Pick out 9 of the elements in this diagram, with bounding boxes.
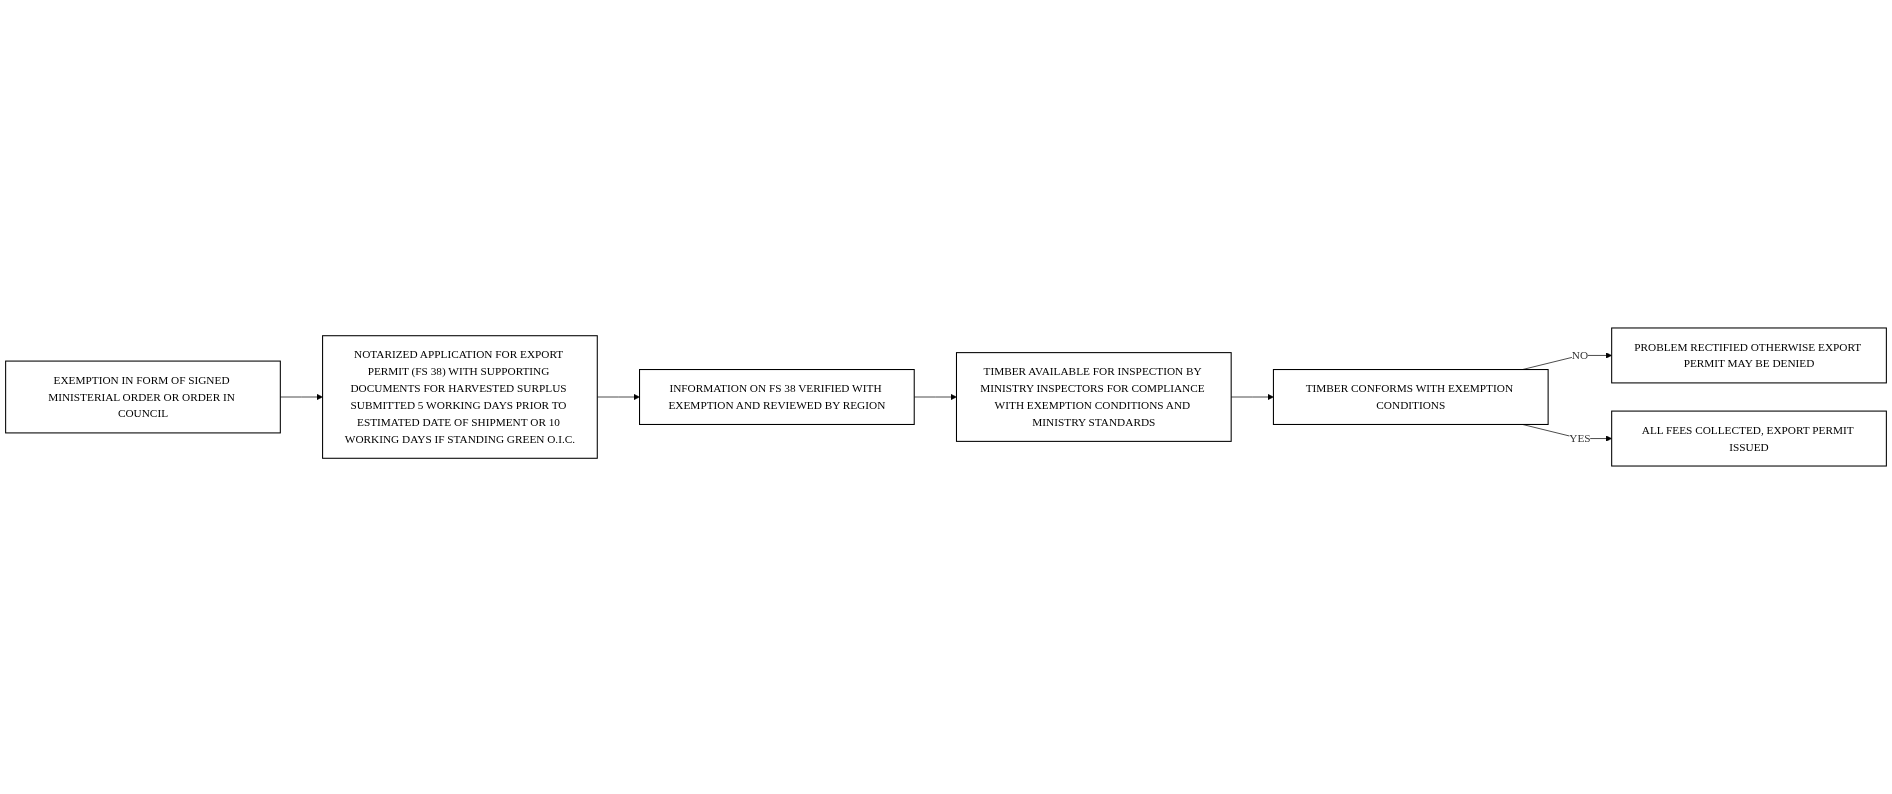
edge-label: NO	[1571, 349, 1589, 362]
node-box: INFORMATION ON FS 38 VERIFIED WITH EXEMPTION AND REVIEWED BY REGION	[639, 369, 915, 425]
edge-label: YES	[1569, 432, 1591, 445]
node-box: TIMBER CONFORMS WITH EXEMPTION CONDITIONS	[1272, 369, 1549, 425]
node-box: TIMBER AVAILABLE FOR INSPECTION BY MINISTRY INSPECTORS FOR COMPLIANCE WITH EXEMPTION CONDITIONS AND MINISTRY STANDARDS	[955, 352, 1232, 442]
node-box: ALL FEES COLLECTED, EXPORT PERMIT ISSUED	[1611, 410, 1887, 467]
node-box: NOTARIZED APPLICATION FOR EXPORT PERMIT (FS 38) WITH SUPPORTING DOCUMENTS FOR HARVESTED SURPLUS SUBMITTED 5 WORKING DAYS PRIOR TO ESTIMATED DATE OF SHIPMENT OR 10 WORKING DAYS IF STANDING GREEN O.I.C.	[322, 335, 598, 459]
node-box: EXEMPTION IN FORM OF SIGNED MINISTERIAL ORDER OR ORDER IN COUNCIL	[5, 360, 281, 434]
node-box: PROBLEM RECTIFIED OTHERWISE EXPORT PERMIT MAY BE DENIED	[1611, 327, 1887, 384]
